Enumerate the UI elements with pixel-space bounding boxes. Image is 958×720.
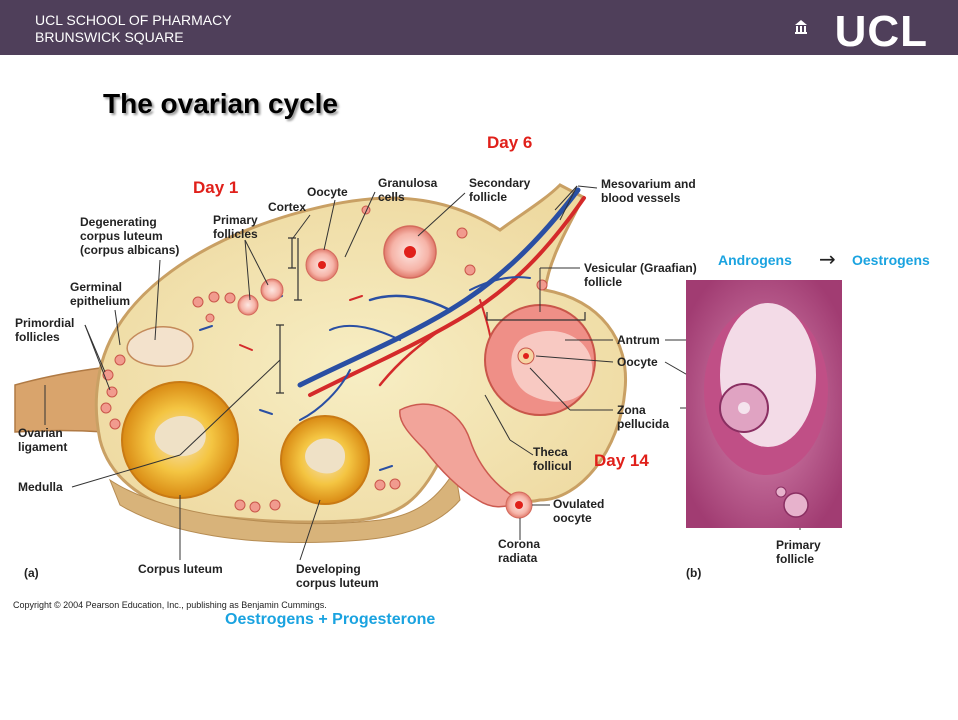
header-bar: UCL SCHOOL OF PHARMACY BRUNSWICK SQUARE … [0,0,958,56]
day-1-label: Day 1 [193,178,239,197]
corpus-albicans [126,326,194,367]
conversion-arrow-icon: → [819,247,836,271]
blood-vessels [297,187,586,421]
label-vesicular-follicle: Vesicular (Graafian) follicle [584,261,697,289]
day-6-label: Day 6 [487,133,533,152]
oocyte-nucleus [318,261,326,269]
slide-title: The ovarian cycle [103,88,339,119]
label-primary-follicle-b: Primary follicle [776,538,821,566]
label-primordial-follicles: Primordial follicles [15,316,75,344]
school-name-line1: UCL SCHOOL OF PHARMACY [35,12,232,28]
label-panel-a: (a) [24,566,39,580]
ovary-cut-face [108,468,461,543]
ovarian-ligament-shape [14,367,106,433]
oestrogens-progesterone-label: Oestrogens + Progesterone [225,611,436,628]
school-name-line2: BRUNSWICK SQUARE [35,29,184,45]
label-degenerating: Degenerating corpus luteum (corpus albic… [80,215,180,257]
secondary-oocyte [404,246,416,258]
label-granulosa-cells: Granulosa cells [378,176,438,204]
label-panel-b: (b) [686,566,702,580]
label-cortex: Cortex [268,200,307,214]
label-corona-radiata: Corona radiata [498,537,540,565]
school-name: UCL SCHOOL OF PHARMACY BRUNSWICK SQUARE [35,12,232,46]
leader-lines [44,185,801,561]
cortex-bracket [276,237,586,394]
ucl-portico-icon [795,20,807,34]
label-antrum: Antrum [617,333,660,347]
label-ovarian-ligament: Ovarian ligament [18,426,68,454]
histology-micrograph [686,280,842,528]
graafian-antrum [511,330,593,402]
primary-follicle-1 [237,294,259,316]
ucl-logo: UCL [834,7,928,56]
day-14-label: Day 14 [594,451,649,470]
label-medulla: Medulla [18,480,63,494]
label-corpus-luteum: Corpus luteum [138,562,223,576]
label-theca-follicul: Theca follicul [533,445,572,473]
primary-follicle-2 [260,278,284,302]
label-oocyte-right: Oocyte [617,355,658,369]
oestrogens-label: Oestrogens [852,252,930,268]
label-developing-corpus-luteum: Developing corpus luteum [296,562,379,590]
androgens-label: Androgens [718,252,792,268]
label-germinal-epithelium: Germinal epithelium [70,280,131,308]
label-oocyte-top: Oocyte [307,185,348,199]
label-mesovarium: Mesovarium and blood vessels [601,177,696,205]
copyright-notice: Copyright © 2004 Pearson Education, Inc.… [13,600,327,610]
label-zona-pellucida: Zona pellucida [617,403,670,431]
label-secondary-follicle: Secondary follicle [469,176,531,204]
label-ovulated-oocyte: Ovulated oocyte [553,497,605,525]
label-primary-follicles: Primary follicles [213,213,258,241]
